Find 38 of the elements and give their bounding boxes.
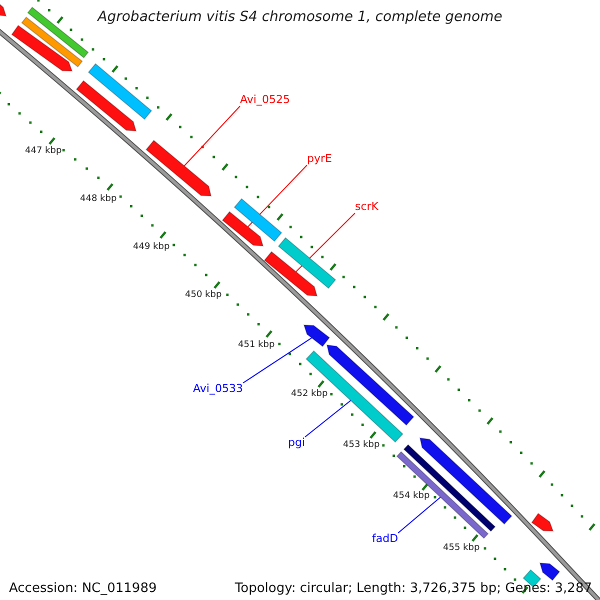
leader-line — [184, 106, 240, 166]
tick-label: 453 kbp — [343, 441, 380, 451]
gene-feature — [21, 16, 83, 68]
gene-feature — [531, 512, 554, 532]
title: Agrobacterium vitis S4 chromosome 1, complete genome — [96, 10, 504, 26]
leader-line — [248, 164, 308, 228]
gene-label: fadD — [372, 533, 398, 546]
tick-label: 452 kbp — [291, 390, 328, 400]
leader-line — [296, 212, 356, 272]
gene-feature — [278, 237, 336, 289]
leader-line — [398, 496, 441, 534]
tick-label: 447 kbp — [25, 147, 62, 157]
gene-label: pyrE — [307, 153, 332, 166]
tick-label: 455 kbp — [443, 544, 480, 554]
tick-label: 454 kbp — [393, 492, 430, 502]
gene-feature — [326, 344, 414, 426]
gene-feature — [539, 562, 560, 581]
accession-text: Accession: NC_011989 — [9, 582, 157, 596]
gene-feature — [11, 24, 73, 72]
gene-feature — [234, 198, 282, 242]
gene-feature — [27, 6, 89, 58]
gene-label: Avi_0533 — [193, 383, 243, 396]
gene-feature — [146, 140, 212, 197]
gene-label: scrK — [355, 201, 379, 214]
tick-label: 451 kbp — [238, 341, 275, 351]
leader-line — [304, 400, 352, 438]
gene-feature — [264, 251, 318, 297]
gene-feature — [88, 63, 152, 120]
tick-label: 450 kbp — [185, 291, 222, 301]
tick-label: 449 kbp — [133, 243, 170, 253]
gene-label: pgi — [288, 437, 306, 450]
gene-label: Avi_0525 — [240, 94, 290, 106]
gene-feature — [222, 211, 264, 247]
tick-label: 448 kbp — [80, 195, 117, 205]
gene-feature — [76, 80, 137, 132]
leader-line — [242, 337, 312, 384]
gene-feature — [303, 324, 330, 348]
gene-feature — [0, 2, 7, 17]
